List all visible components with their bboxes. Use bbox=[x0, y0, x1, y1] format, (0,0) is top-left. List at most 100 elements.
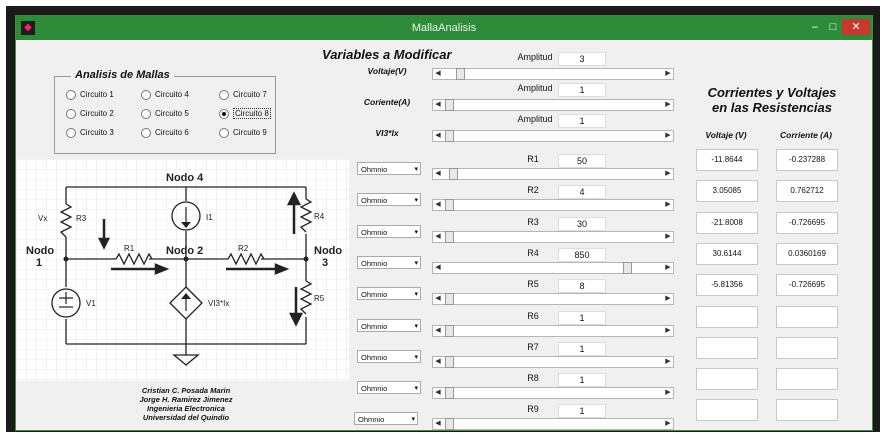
arrow-right-icon[interactable]: ▶ bbox=[665, 70, 671, 77]
arrow-right-icon[interactable]: ▶ bbox=[665, 357, 671, 365]
voltage-output: -21.8008 bbox=[696, 211, 758, 234]
resistor-slider-6[interactable]: ◀▶ bbox=[432, 324, 674, 337]
slider-thumb[interactable] bbox=[445, 230, 454, 243]
circuit-radio-8[interactable]: Circuito 6 bbox=[141, 128, 189, 138]
resistor-slider-3[interactable]: ◀▶ bbox=[432, 230, 674, 243]
arrow-right-icon[interactable]: ▶ bbox=[665, 170, 671, 177]
circuit-radio-1[interactable]: Circuito 1 bbox=[66, 90, 114, 100]
unit-select[interactable]: Ohmnio▾ bbox=[357, 255, 421, 269]
slider-thumb[interactable] bbox=[445, 99, 454, 111]
arrow-right-icon[interactable]: ▶ bbox=[665, 232, 671, 240]
radio-indicator-icon bbox=[219, 128, 229, 138]
arrow-right-icon[interactable]: ▶ bbox=[665, 420, 671, 428]
resistor-label: R6 bbox=[527, 310, 539, 321]
resistance-input[interactable]: 1 bbox=[558, 373, 606, 388]
current-output: -0.237288 bbox=[776, 149, 838, 171]
slider-thumb[interactable] bbox=[622, 261, 632, 274]
arrow-left-icon[interactable]: ◀ bbox=[435, 170, 441, 177]
arrow-left-icon[interactable]: ◀ bbox=[435, 326, 441, 334]
arrow-right-icon[interactable]: ▶ bbox=[665, 132, 671, 139]
unit-select[interactable]: Ohmnio▾ bbox=[357, 318, 421, 332]
chevron-down-icon: ▾ bbox=[414, 197, 418, 205]
resistor-slider-5[interactable]: ◀▶ bbox=[432, 293, 674, 306]
resistance-input[interactable]: 4 bbox=[558, 185, 606, 200]
arrow-right-icon[interactable]: ▶ bbox=[665, 201, 671, 209]
circuit-radio-2[interactable]: Circuito 4 bbox=[141, 90, 189, 100]
unit-select[interactable]: Ohmnio▾ bbox=[357, 162, 421, 175]
voltage-column-header: Voltaje (V) bbox=[705, 130, 747, 140]
arrow-left-icon[interactable]: ◀ bbox=[435, 357, 441, 365]
arrow-left-icon[interactable]: ◀ bbox=[435, 132, 441, 139]
maximize-button[interactable]: □ bbox=[829, 21, 837, 33]
slider-thumb[interactable] bbox=[445, 324, 454, 337]
circuit-radio-5[interactable]: Circuito 5 bbox=[141, 109, 189, 119]
voltage-output: 3.05085 bbox=[696, 180, 758, 203]
unit-select[interactable]: Ohmnio▾ bbox=[354, 412, 418, 426]
slider-thumb[interactable] bbox=[445, 199, 454, 212]
arrow-left-icon[interactable]: ◀ bbox=[435, 295, 441, 303]
resistance-input[interactable]: 1 bbox=[558, 404, 606, 419]
source-slider-1[interactable]: ◀▶ bbox=[432, 68, 674, 80]
resistance-input[interactable]: 8 bbox=[558, 279, 606, 294]
arrow-left-icon[interactable]: ◀ bbox=[435, 263, 441, 271]
resistor-slider-9[interactable]: ◀▶ bbox=[432, 418, 674, 430]
source-slider-3[interactable]: ◀▶ bbox=[432, 130, 674, 142]
arrow-right-icon[interactable]: ▶ bbox=[665, 326, 671, 334]
resistor-r4 bbox=[299, 198, 313, 233]
unit-select[interactable]: Ohmnio▾ bbox=[357, 224, 421, 238]
slider-thumb[interactable] bbox=[445, 293, 454, 306]
amplitude-input[interactable]: 3 bbox=[558, 52, 606, 66]
close-button[interactable]: ✕ bbox=[842, 19, 870, 35]
resistor-slider-1[interactable]: ◀▶ bbox=[432, 168, 674, 180]
circuit-schematic: Nodo 4 Nodo 2 Nodo 1 Nodo 3 R1 R2 R3 R4 … bbox=[16, 159, 349, 381]
arrow-left-icon[interactable]: ◀ bbox=[435, 70, 441, 77]
node2-dot bbox=[183, 256, 189, 262]
circuit-radio-6[interactable]: Circuito 8 bbox=[219, 108, 271, 120]
resistor-slider-7[interactable]: ◀▶ bbox=[432, 355, 674, 368]
current-output: -0.726695 bbox=[776, 211, 838, 234]
arrow-left-icon[interactable]: ◀ bbox=[435, 201, 441, 209]
resistor-slider-2[interactable]: ◀▶ bbox=[432, 199, 674, 212]
arrow-right-icon[interactable]: ▶ bbox=[665, 263, 671, 271]
unit-select[interactable]: Ohmnio▾ bbox=[357, 193, 421, 207]
app-window: ◆ MallaAnalisis – □ ✕ Analisis de Mallas… bbox=[15, 15, 873, 431]
arrow-left-icon[interactable]: ◀ bbox=[435, 420, 441, 428]
arrow-left-icon[interactable]: ◀ bbox=[435, 389, 441, 397]
slider-thumb[interactable] bbox=[445, 418, 454, 430]
unit-select[interactable]: Ohmnio▾ bbox=[357, 287, 421, 301]
resistor-slider-4[interactable]: ◀▶ bbox=[432, 261, 674, 274]
voltage-source-v1 bbox=[51, 288, 81, 318]
title-bar[interactable]: ◆ MallaAnalisis – □ ✕ bbox=[16, 16, 872, 40]
r2-current-arrow bbox=[226, 263, 290, 275]
chevron-down-icon: ▾ bbox=[414, 353, 418, 361]
minimize-button[interactable]: – bbox=[811, 21, 819, 33]
arrow-right-icon[interactable]: ▶ bbox=[665, 101, 671, 108]
resistor-slider-8[interactable]: ◀▶ bbox=[432, 387, 674, 400]
resistance-input[interactable]: 50 bbox=[558, 154, 606, 168]
arrow-right-icon[interactable]: ▶ bbox=[665, 389, 671, 397]
amplitude-input[interactable]: 1 bbox=[558, 114, 606, 128]
slider-thumb[interactable] bbox=[445, 130, 454, 142]
slider-thumb[interactable] bbox=[455, 68, 465, 80]
circuit-radio-9[interactable]: Circuito 9 bbox=[219, 128, 267, 138]
resistance-input[interactable]: 1 bbox=[558, 310, 606, 325]
slider-thumb[interactable] bbox=[445, 355, 454, 368]
arrow-left-icon[interactable]: ◀ bbox=[435, 101, 441, 108]
circuit-radio-3[interactable]: Circuito 7 bbox=[219, 90, 267, 100]
circuit-radio-7[interactable]: Circuito 3 bbox=[66, 128, 114, 138]
resistance-input[interactable]: 30 bbox=[558, 216, 606, 231]
circuit-radio-4[interactable]: Circuito 2 bbox=[66, 109, 114, 119]
resistance-input[interactable]: 1 bbox=[558, 341, 606, 356]
slider-thumb[interactable] bbox=[449, 168, 459, 180]
resistance-input[interactable]: 850 bbox=[558, 247, 606, 262]
unit-select[interactable]: Ohmnio▾ bbox=[357, 349, 421, 363]
unit-select[interactable]: Ohmnio▾ bbox=[357, 381, 421, 395]
slider-thumb[interactable] bbox=[445, 387, 454, 400]
radio-indicator-icon bbox=[141, 90, 151, 100]
node3-dot bbox=[303, 256, 309, 262]
source-slider-2[interactable]: ◀▶ bbox=[432, 99, 674, 111]
amplitude-input[interactable]: 1 bbox=[558, 83, 606, 97]
arrow-right-icon[interactable]: ▶ bbox=[665, 295, 671, 303]
arrow-left-icon[interactable]: ◀ bbox=[435, 232, 441, 240]
label-nodo4: Nodo 4 bbox=[166, 172, 204, 184]
